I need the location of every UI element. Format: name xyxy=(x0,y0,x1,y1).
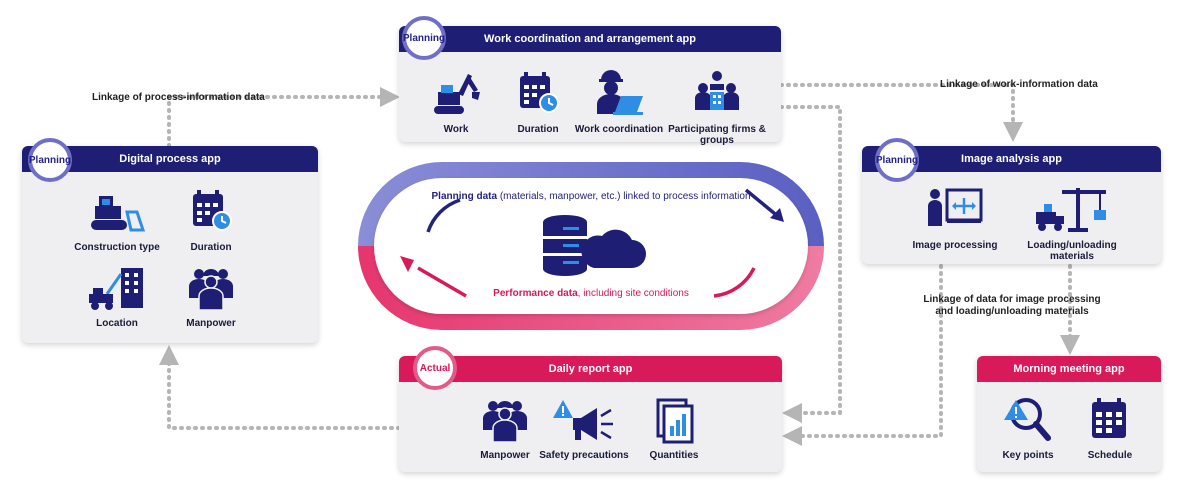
planning-data-rest: (materials, manpower, etc.) linked to pr… xyxy=(497,191,751,202)
item-process-duration-label: Duration xyxy=(190,242,232,253)
item-work-coordination-label: Work coordination xyxy=(574,124,664,135)
excavator-icon xyxy=(434,74,480,114)
work-coordination-badge-text: Planning xyxy=(402,32,446,44)
image-link-label: Linkage of data for image processing and… xyxy=(923,294,1101,317)
daily-report-header: Daily report app xyxy=(399,356,782,382)
item-duration-label: Duration xyxy=(517,124,559,135)
performance-data-text: Performance data, including site conditi… xyxy=(416,288,766,299)
work-coordination-header: Work coordination and arrangement app xyxy=(399,26,781,52)
connector-work-to-daily xyxy=(779,105,842,423)
bulldozer-icon xyxy=(91,196,146,232)
connector-image-to-daily xyxy=(782,264,943,446)
work-coordination-title: Work coordination and arrangement app xyxy=(484,33,696,45)
workers-group-icon xyxy=(189,269,233,311)
megaphone-warning-icon xyxy=(553,400,613,440)
firms-groups-icon xyxy=(695,71,739,110)
item-daily-manpower-label: Manpower xyxy=(480,450,530,461)
crane-building-icon xyxy=(89,268,143,310)
morning-meeting-title: Morning meeting app xyxy=(1013,363,1125,375)
planning-data-bold: Planning data xyxy=(431,191,498,202)
image-analysis-title: Image analysis app xyxy=(961,153,1062,165)
work-coordination-badge: Planning xyxy=(402,16,446,60)
item-safety-precautions-label: Safety precautions xyxy=(539,450,629,461)
image-analysis-badge: Planning xyxy=(875,138,919,182)
item-schedule: Schedule xyxy=(1065,396,1155,461)
digital-process-title: Digital process app xyxy=(119,153,221,165)
cloud-icon xyxy=(581,229,646,268)
item-work-coordination: Work coordination xyxy=(574,66,664,135)
magnifier-warning-icon xyxy=(1004,398,1051,441)
item-location: Location xyxy=(72,264,162,329)
daily-report-badge: Actual xyxy=(413,346,457,390)
item-schedule-label: Schedule xyxy=(1087,450,1133,461)
process-link-label: Linkage of process-information data xyxy=(92,92,265,103)
item-image-processing-label: Image processing xyxy=(912,240,998,251)
work-coordination-card: Work coordination and arrangement app Wo… xyxy=(399,26,781,146)
daily-report-card: Daily report app Manpower Safety precaut… xyxy=(399,356,782,472)
morning-meeting-card: Morning meeting app Key points Schedule xyxy=(977,356,1161,472)
workers-group-icon xyxy=(483,401,527,443)
database-icon xyxy=(543,215,587,276)
item-work: Work xyxy=(411,66,501,135)
item-key-points: Key points xyxy=(983,396,1073,461)
planning-data-text: Planning data (materials, manpower, etc.… xyxy=(416,191,766,202)
calendar-clock-icon xyxy=(520,72,559,113)
item-construction-type: Construction type xyxy=(72,186,162,253)
item-location-label: Location xyxy=(96,318,138,329)
item-manpower: Manpower xyxy=(166,264,256,329)
item-image-processing: Image processing xyxy=(910,186,1000,251)
crane-truck-icon xyxy=(1036,188,1106,232)
item-construction-type-label: Construction type xyxy=(74,242,160,253)
calendar-clock-icon xyxy=(193,190,232,231)
item-loading-materials-label: Loading/unloading materials xyxy=(1027,240,1117,262)
digital-process-badge: Planning xyxy=(28,138,72,182)
item-key-points-label: Key points xyxy=(1002,450,1054,461)
work-link-label: Linkage of work-information data xyxy=(940,79,1098,90)
documents-chart-icon xyxy=(656,398,694,444)
item-quantities: Quantities xyxy=(629,396,719,461)
connector-process-to-work xyxy=(167,87,400,148)
item-work-label: Work xyxy=(443,124,469,135)
item-quantities-label: Quantities xyxy=(649,450,699,461)
connector-work-to-image xyxy=(779,83,1023,142)
item-participating-firms: Participating firms & groups xyxy=(667,66,767,146)
item-duration: Duration xyxy=(493,66,583,135)
daily-report-badge-text: Actual xyxy=(419,362,451,374)
calendar-icon xyxy=(1092,398,1126,438)
connector-daily-to-process xyxy=(159,345,401,430)
performance-data-rest: , including site conditions xyxy=(577,288,689,299)
performance-data-bold: Performance data xyxy=(493,288,578,299)
morning-meeting-header: Morning meeting app xyxy=(977,356,1161,382)
digital-process-card: Digital process app Construction type Du… xyxy=(22,146,318,343)
image-analysis-badge-text: Planning xyxy=(875,154,919,166)
item-manpower-label: Manpower xyxy=(186,318,236,329)
digital-process-badge-text: Planning xyxy=(28,154,72,166)
daily-report-title: Daily report app xyxy=(548,363,633,375)
item-participating-firms-label: Participating firms & groups xyxy=(668,124,766,146)
image-processing-icon xyxy=(928,188,983,226)
center-loop: Planning data (materials, manpower, etc.… xyxy=(356,160,826,332)
item-safety-precautions: Safety precautions xyxy=(539,396,629,461)
item-loading-materials: Loading/unloading materials xyxy=(1012,186,1132,262)
worker-laptop-icon xyxy=(597,70,643,115)
item-process-duration: Duration xyxy=(166,186,256,253)
item-daily-manpower: Manpower xyxy=(460,396,550,461)
